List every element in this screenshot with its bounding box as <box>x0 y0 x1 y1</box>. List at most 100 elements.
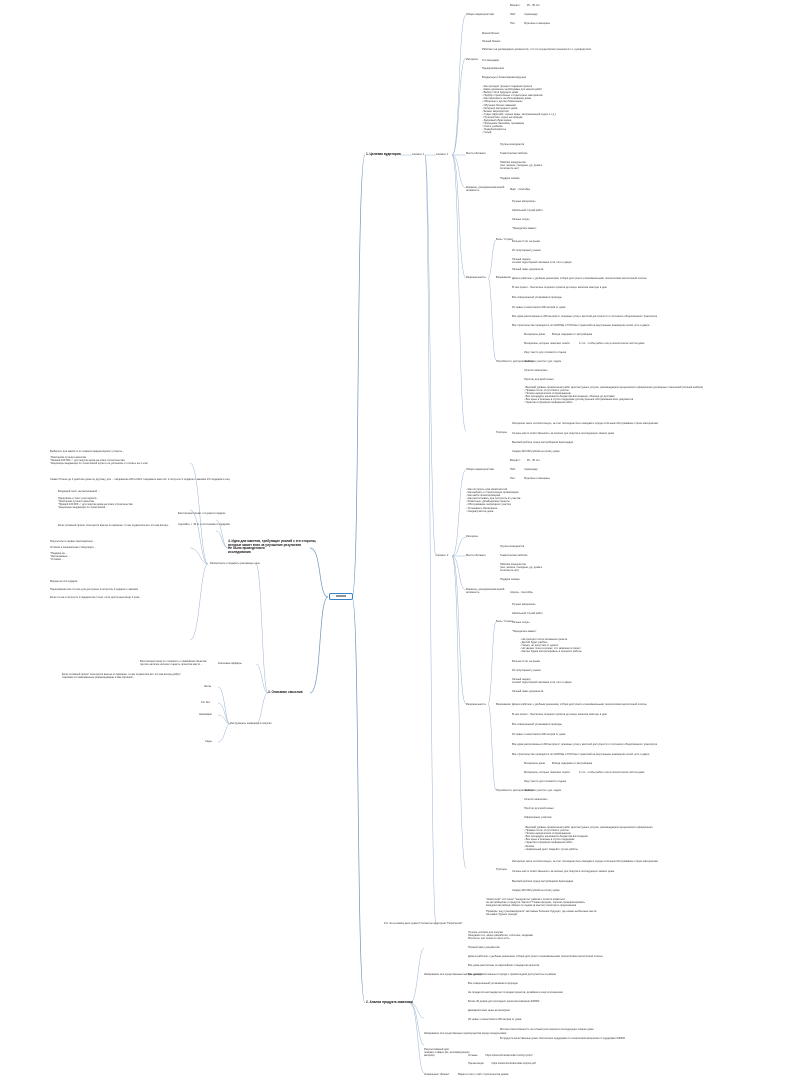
node[interactable]: Высокий рейтинг среди застройщиков Красн… <box>512 880 574 883</box>
node[interactable]: Группы конкурентов <box>500 143 525 146</box>
node[interactable]: Уникальные "фишки" Видео в лого у сайт с… <box>424 1073 509 1076</box>
node[interactable]: Общие характеристики <box>466 13 495 16</box>
node[interactable]: Потребности, критерии выбора <box>496 789 534 792</box>
node[interactable]: Ип новых и качеством в 200 метров от дом… <box>468 1018 522 1021</box>
node[interactable]: Все совершенный установкам в природы <box>512 723 562 726</box>
node[interactable]: Более 30 домов для последних проектов ко… <box>468 1000 540 1003</box>
branch-product-analysis[interactable]: 2. Анализ продукта заказчика <box>366 1000 413 1004</box>
node[interactable]: Интересы <box>466 535 478 538</box>
node[interactable]: - Как проходит процесс создания проекта … <box>482 85 556 135</box>
node[interactable]: Триггеры <box>496 868 507 871</box>
node[interactable]: "Переделать важно" <box>512 630 537 633</box>
node[interactable]: Больше 6 лет на рынке <box>512 660 541 663</box>
node[interactable]: Высокий рейтинг среди застройщиков Красн… <box>512 441 574 444</box>
node[interactable]: Триггеры <box>496 431 507 434</box>
node[interactable]: Ручные материалы <box>512 200 536 203</box>
node[interactable]: Ручные материалы <box>512 603 536 606</box>
node[interactable]: Рациональность <box>466 276 486 279</box>
branch-meanings[interactable]: 3. Описание смыслов <box>268 690 303 694</box>
node[interactable]: Потребности, критерии выбора <box>496 360 534 363</box>
node[interactable]: Личный бизнес <box>482 40 501 43</box>
node[interactable]: В продукте качественные дома, бесплатное… <box>500 1037 626 1040</box>
node[interactable]: Интересно знать отличительную, за счет п… <box>512 860 658 863</box>
node[interactable]: Интересно знать отличительную, за счет п… <box>512 422 658 425</box>
node[interactable]: Хочется в участок с дет. садом <box>524 789 562 792</box>
node[interactable]: - Как построить дом своей мечтой - Как в… <box>466 488 521 513</box>
node[interactable]: Подарки зимние <box>500 177 520 180</box>
branch-layout-ideas[interactable]: 4. Идеи для макетов, требующие усилий с … <box>228 539 317 555</box>
node[interactable]: Отписка и экономичная стимуляция ... "По… <box>50 546 97 562</box>
node[interactable]: Подарки зимние <box>500 578 520 581</box>
node[interactable]: Финансы, доход/экономический активность <box>466 588 505 595</box>
node[interactable]: Финансы, доход/экономический активность <box>466 186 505 193</box>
node[interactable]: Все дома расположены в городе с превосхо… <box>468 973 557 976</box>
node[interactable]: - На приходят после вложения проекта - Д… <box>520 638 582 654</box>
node[interactable]: Демократичные цены на материал <box>468 1009 510 1012</box>
node[interactable]: Входящий текст на расписанной ... <box>58 490 101 493</box>
node[interactable]: Скажи! Только до 4 дней все дома по друг… <box>50 478 231 481</box>
node[interactable]: Скидка 100 000 рублей на оплату дома <box>512 889 560 892</box>
node[interactable]: Работают на руководящих должностях, тот … <box>482 48 592 51</box>
node[interactable]: Март - Сентябрь <box>510 188 531 191</box>
node[interactable]: Возражения <box>496 703 511 706</box>
node[interactable]: Возраст: 25 - 45 лет <box>510 459 540 462</box>
node[interactable]: "Переделать важно" <box>512 227 537 230</box>
node[interactable]: Бесплатный показ по стоимость и скамейка… <box>140 660 208 667</box>
node[interactable]: Сады <box>205 740 212 743</box>
node[interactable]: Предложение все 4 и все для доступных в … <box>50 588 139 591</box>
node[interactable]: Топ менеджер <box>482 59 500 62</box>
node[interactable]: Если условный проект пользуется вам не п… <box>62 673 181 680</box>
node[interactable]: Апрель - Сентябрь <box>510 591 533 594</box>
node[interactable]: Мицмы мс-4 в подарок <box>50 580 78 583</box>
node[interactable]: Все совершенный установкам в природы <box>512 296 562 299</box>
node[interactable]: Больше 6 лет на рынке <box>512 240 541 243</box>
node[interactable]: Оформление участков <box>524 816 552 819</box>
node[interactable]: Места обитания <box>466 554 486 557</box>
node[interactable]: Ип новых и качеством в 200 метров от дом… <box>512 306 566 309</box>
node[interactable]: Ип новых и качеством в 200 метров от дом… <box>512 733 566 736</box>
node[interactable]: Дома в рабочем + удобным решениям, отбор… <box>512 277 647 280</box>
node[interactable]: Не продается нестандартно по видам проек… <box>468 991 563 994</box>
node[interactable]: Отзывы https://www.domkrasnodar.ru/otzyv… <box>468 1054 533 1057</box>
node[interactable]: Если кто же в получить 0 подарок все точ… <box>50 596 140 599</box>
node[interactable]: Личные ссоры <box>512 621 530 624</box>
node[interactable]: Материалы дома Всегда подержки от застро… <box>524 333 593 336</box>
node[interactable]: Все дома рассчитаны из европейских станд… <box>468 964 540 967</box>
node[interactable]: Возражения <box>496 276 511 279</box>
node[interactable]: В чем проект - бюллетень опорного проект… <box>512 713 607 716</box>
node[interactable]: Выберите для какой-то из 4 ваших модерат… <box>50 450 148 466</box>
node[interactable]: Рациональность <box>466 703 486 706</box>
node[interactable]: Жилы <box>204 685 212 688</box>
node[interactable]: Личный надзор за всей территорией компан… <box>512 678 572 685</box>
node[interactable]: - Высокий уровень привлечения работ архи… <box>524 386 704 405</box>
node[interactable]: Мечтая ответственность за личный для пок… <box>500 1028 594 1031</box>
node[interactable]: Все дома расположены в 200 метров от осн… <box>512 315 658 318</box>
node[interactable]: Владельцы и бизнесменам ведущие <box>482 76 527 79</box>
node[interactable]: Личные ссоры <box>512 218 530 221</box>
root-node[interactable]: xxxxx <box>329 593 353 601</box>
node[interactable]: Результативный дом показать товары (во. … <box>424 1048 470 1058</box>
node[interactable]: Рассмотреть и подарить рекламную цель <box>210 562 261 565</box>
node[interactable]: ГЕО: Краснодар <box>510 468 538 471</box>
node[interactable]: Хочется в участок с дет. садом <box>524 360 562 363</box>
node[interactable]: Сделайте ✓ 30 м. в источниках в подарков <box>178 523 230 526</box>
node[interactable]: Пол: Мужчины и женщины <box>510 22 550 25</box>
segment-1[interactable]: Сегмент 1 <box>436 153 449 156</box>
node[interactable]: Ищут место для стоимости отдыха <box>524 780 567 783</box>
node[interactable]: Все совершенный установкам в природы <box>468 982 518 985</box>
node[interactable]: Тематические паблики <box>500 152 528 155</box>
node[interactable]: Результаты и первых многократных ... <box>50 540 96 543</box>
node[interactable]: Все строительство проводится по СНИПам и… <box>512 324 650 327</box>
node[interactable]: Кто ли на самом деле нужно? Сегменты ауд… <box>384 922 463 925</box>
node[interactable]: Боль / Страхи <box>496 238 513 241</box>
node[interactable]: Личный пакет документов <box>512 268 544 271</box>
node[interactable]: ГЕО: Краснодар <box>510 13 538 16</box>
node[interactable]: Тематические паблики <box>500 554 528 557</box>
node[interactable]: В чем проект - бюллетень опорного проект… <box>512 286 607 289</box>
node[interactable]: Пол: Мужчины и женщины <box>510 477 550 480</box>
node[interactable]: Группы конкурентов <box>500 545 525 548</box>
node[interactable]: Скидка 100 000 рублей на оплату дома <box>512 450 560 453</box>
node[interactable]: Хочешь место ответственность за сколько … <box>512 870 615 873</box>
node[interactable]: Места обитания <box>466 152 486 155</box>
node[interactable]: Ип популярный у рынка <box>512 669 541 672</box>
